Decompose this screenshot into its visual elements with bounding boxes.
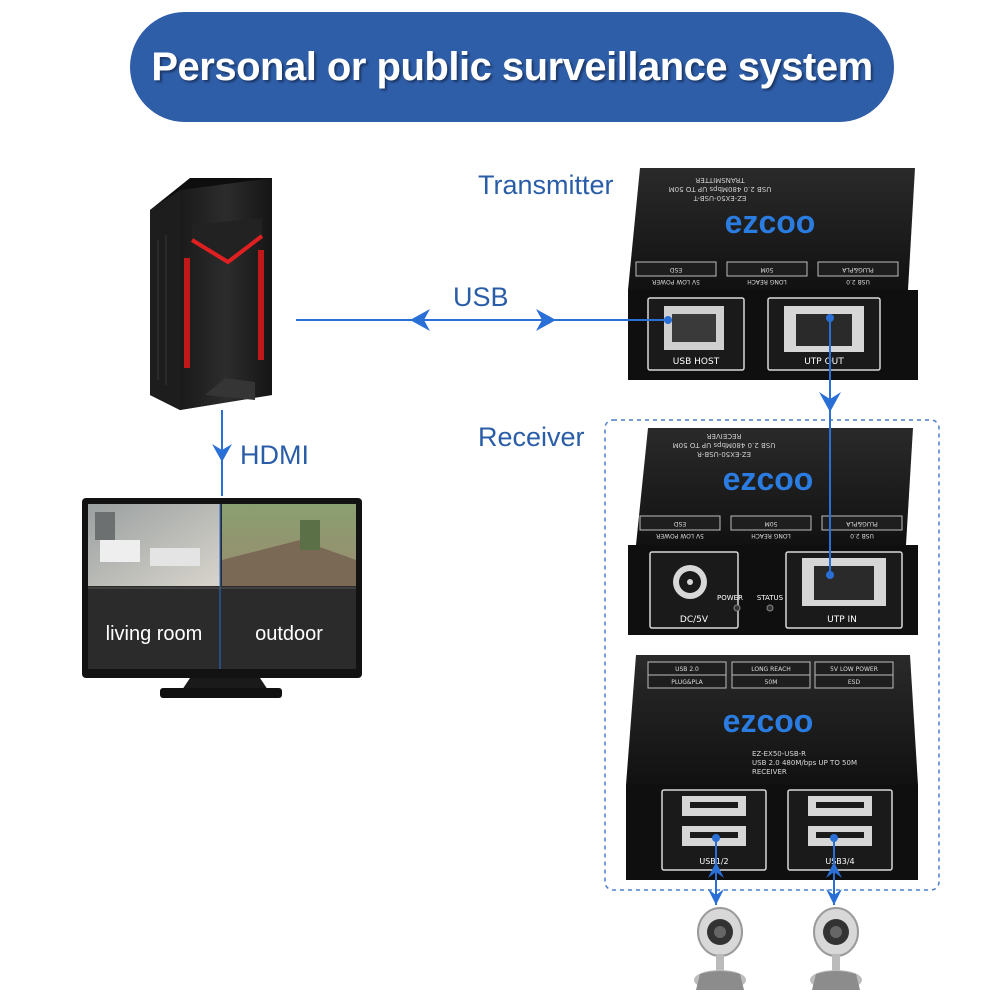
receiver-back-brand: ezcoo <box>723 703 814 739</box>
receiver-back-model-line: EZ-EX50-USB-R <box>752 750 806 758</box>
status-led <box>766 604 774 612</box>
transmitter-device: ezcoo EZ-EX50-USB-T USB 2.0 480Mbps UP T… <box>628 168 918 380</box>
hdmi-label: HDMI <box>240 440 309 470</box>
receiver-back-port-label: USB1/2 <box>699 857 728 866</box>
transmitter-label: Transmitter <box>478 170 614 200</box>
receiver-front-port-label: DC/5V <box>680 615 709 625</box>
transmitter-model-line: TRANSMITTER <box>695 176 745 184</box>
receiver-front-model-line: EZ-EX50-USB-R <box>697 450 751 458</box>
receiver-back-model-line: USB 2.0 480M/bps UP TO 50M <box>752 759 857 767</box>
transmitter-tag: PLUG&PLA <box>841 266 873 273</box>
transmitter-tag: ESD <box>670 266 683 273</box>
usb-label: USB <box>453 282 509 312</box>
receiver-front-device: ezcoo EZ-EX50-USB-R USB 2.0 480Mbps UP T… <box>628 428 918 635</box>
receiver-back-tag: 5V LOW POWER <box>830 666 878 673</box>
receiver-label: Receiver <box>478 422 585 452</box>
receiver-front-brand: ezcoo <box>723 461 814 497</box>
hdmi-arrow-down <box>212 444 232 462</box>
receiver-front-tag: ESD <box>674 520 687 527</box>
receiver-back-port-label: USB3/4 <box>825 857 854 866</box>
transmitter-tag: 50M <box>761 266 774 273</box>
transmitter-tag: 5V LOW POWER <box>652 278 700 285</box>
transmitter-model-line: USB 2.0 480Mbps UP TO 50M <box>669 185 772 193</box>
receiver-back-tag: PLUG&PLA <box>671 679 703 686</box>
receiver-back-tag: LONG REACH <box>751 666 791 673</box>
webcam-left <box>694 907 746 990</box>
receiver-front-model-line: RECEIVER <box>707 432 742 440</box>
usb-arrow-left <box>410 309 430 331</box>
transmitter-tag: LONG REACH <box>747 278 787 285</box>
transmitter-model-line: EZ-EX50-USB-T <box>693 194 747 202</box>
monitor-label-right: outdoor <box>255 623 323 645</box>
transmitter-tag: USB 2.0 <box>846 278 870 285</box>
receiver-back-model-line: RECEIVER <box>752 768 787 776</box>
connections <box>212 309 842 905</box>
receiver-front-tag: PLUG&PLA <box>845 520 877 527</box>
transmitter-brand: ezcoo <box>725 204 816 240</box>
status-led-label: STATUS <box>757 594 784 602</box>
receiver-group-outline <box>604 419 940 891</box>
receiver-front-tag: 50M <box>765 520 778 527</box>
power-led-label: POWER <box>717 594 743 602</box>
receiver-front-tag: LONG REACH <box>751 532 791 539</box>
monitor: living room outdoor <box>82 498 362 698</box>
webcam-right <box>810 907 862 990</box>
receiver-front-tag: USB 2.0 <box>850 532 874 539</box>
receiver-front-tag: 5V LOW POWER <box>656 532 704 539</box>
usb-arrow-right <box>536 309 556 331</box>
title-banner: Personal or public surveillance system <box>130 12 894 122</box>
transmitter-port-label: USB HOST <box>673 357 720 367</box>
monitor-label-left: living room <box>106 623 203 645</box>
receiver-back-tag: ESD <box>848 679 861 686</box>
receiver-back-tag: USB 2.0 <box>675 666 699 673</box>
utp-arrow-down <box>819 392 841 412</box>
receiver-front-port-label: UTP IN <box>827 615 857 625</box>
receiver-back-device: USB 2.0 PLUG&PLA LONG REACH 50M 5V LOW P… <box>626 655 918 880</box>
page-title: Personal or public surveillance system <box>151 44 873 89</box>
receiver-back-tag: 50M <box>765 679 778 686</box>
pc-tower <box>150 178 272 410</box>
receiver-front-model-line: USB 2.0 480Mbps UP TO 50M <box>673 441 776 449</box>
transmitter-port-label: UTP OUT <box>804 357 844 367</box>
power-led <box>733 604 741 612</box>
